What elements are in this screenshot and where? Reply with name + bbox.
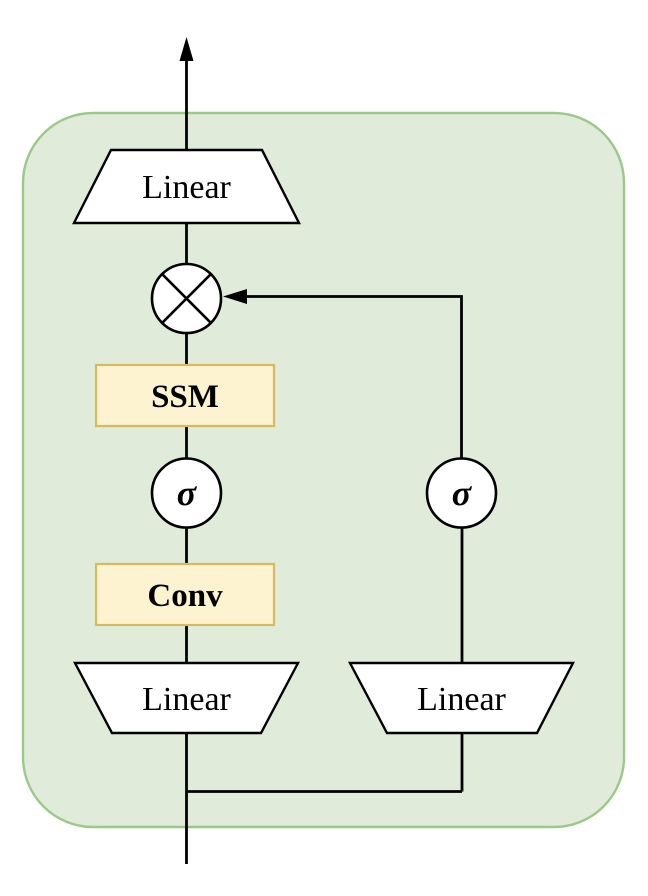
linear-top-trapezoid xyxy=(72,148,301,225)
multiply-icon xyxy=(150,262,223,335)
sigma-left-label: σ xyxy=(177,473,198,513)
sigma-right-circle xyxy=(425,457,498,529)
multiply-cross xyxy=(161,273,212,324)
wire-gate-feedback xyxy=(242,295,463,460)
linear-right-label: Linear xyxy=(417,681,506,718)
linear-right-trapezoid xyxy=(348,661,575,735)
output-arrow-icon xyxy=(179,37,194,61)
sigma-right-label: σ xyxy=(452,473,473,513)
linear-left-trapezoid xyxy=(73,661,300,735)
conv-label: Conv xyxy=(147,578,223,614)
ssm-box xyxy=(94,363,276,428)
ssm-label: SSM xyxy=(151,379,219,415)
gate-arrow-icon xyxy=(223,289,247,304)
sigma-left-circle xyxy=(150,457,223,529)
linear-top-label: Linear xyxy=(142,169,231,206)
linear-left-label: Linear xyxy=(142,681,231,718)
conv-box xyxy=(94,562,276,627)
